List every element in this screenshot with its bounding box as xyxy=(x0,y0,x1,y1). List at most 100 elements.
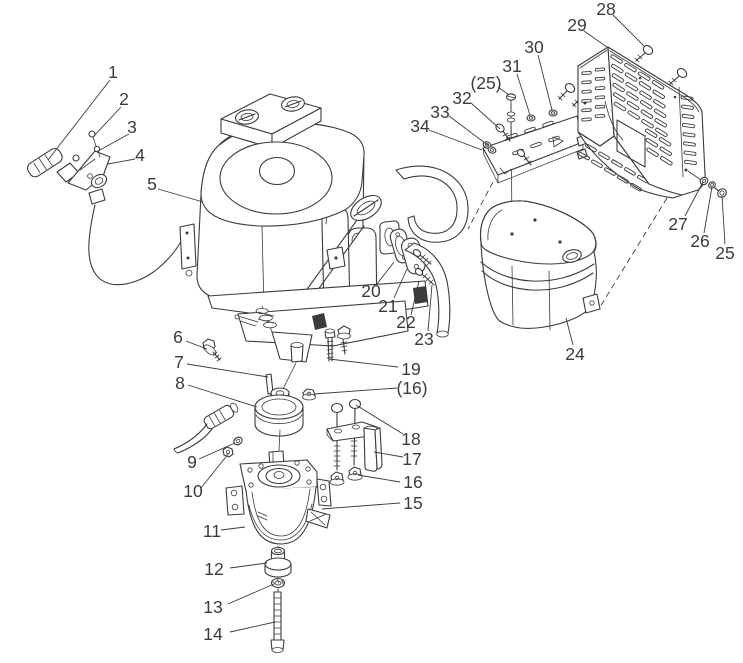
washer-9-icon xyxy=(233,436,243,446)
louver-slot xyxy=(611,159,623,168)
callout-leader-13 xyxy=(227,583,275,605)
right-face-slots xyxy=(680,95,697,165)
callout-leader-20 xyxy=(376,261,395,285)
callout-leader-2 xyxy=(92,106,122,138)
callout-label-5: 5 xyxy=(147,174,157,194)
louver-slot xyxy=(641,119,654,129)
callout-label-3: 3 xyxy=(127,117,137,137)
front-face-slots xyxy=(610,54,673,166)
throttle-cable xyxy=(88,204,183,286)
louver-slot xyxy=(613,101,627,112)
callout-leader-10 xyxy=(200,452,230,489)
bolt-18-icon xyxy=(330,402,344,471)
callout-leader-32 xyxy=(470,102,501,130)
louver-slot xyxy=(581,98,592,103)
base-fasteners xyxy=(202,325,351,401)
air-cleaner-cover xyxy=(220,93,322,149)
callout-leader-30 xyxy=(537,54,553,111)
callout-leader-31 xyxy=(516,73,531,116)
callout-layer: 12345678910111213141516171819(16)2021222… xyxy=(47,0,735,644)
louver-slot xyxy=(594,114,606,118)
washer-30-icon xyxy=(548,109,558,117)
callout-leader-9 xyxy=(198,442,236,460)
louver-slot xyxy=(654,118,667,128)
heat-shield-illustration xyxy=(577,45,727,199)
callout-label-15: 15 xyxy=(403,493,422,513)
engine-handle xyxy=(395,165,469,243)
cable-bracket xyxy=(179,223,197,277)
callout-label-33: 33 xyxy=(430,102,449,122)
callout-label-9: 9 xyxy=(187,452,197,472)
washer-31-icon xyxy=(526,114,536,122)
callout-label-23: 23 xyxy=(414,329,433,349)
callout-leader-17 xyxy=(373,451,404,458)
louver-slot xyxy=(653,99,666,109)
louver-slot xyxy=(658,137,672,147)
louver-slot xyxy=(591,159,603,169)
louver-slot xyxy=(594,67,606,72)
bolt-28-icon xyxy=(634,45,654,63)
callout-label-20: 20 xyxy=(361,281,381,301)
louver-slot xyxy=(626,91,639,101)
callout-label-34: 34 xyxy=(410,116,430,136)
louver-slot xyxy=(640,109,654,119)
louver-slot xyxy=(581,71,592,75)
louver-slot xyxy=(610,54,623,64)
louver-slot xyxy=(612,82,625,93)
flange-nut-16-icon xyxy=(302,388,316,401)
louver-slot xyxy=(611,63,624,74)
lever-screw-icon xyxy=(72,154,80,162)
callout-label-26: 26 xyxy=(690,231,709,251)
louver-slot xyxy=(652,89,665,99)
clutch-plate-15 xyxy=(305,508,331,529)
callout-label-2: 2 xyxy=(119,89,129,109)
louver-slot xyxy=(624,72,638,82)
louver-slot xyxy=(506,132,518,140)
wire-harness-illustration xyxy=(173,402,243,458)
spacer-washer-bolt xyxy=(264,545,292,653)
callout-leader-8 xyxy=(187,384,258,408)
louver-slot xyxy=(683,141,696,147)
bolt-28-icon xyxy=(668,68,688,86)
callout-leader-25 xyxy=(721,195,726,245)
callout-label-24: 24 xyxy=(565,344,585,364)
washer-26-icon xyxy=(708,181,716,189)
left-face-slots xyxy=(581,67,606,122)
callout-label-16: 16 xyxy=(403,472,422,492)
callout-label-29: 29 xyxy=(567,15,586,35)
pulley-illustration xyxy=(254,387,304,452)
callout-leader-14 xyxy=(229,621,276,633)
callout-leader-28 xyxy=(612,14,645,47)
louver-slot xyxy=(638,71,651,81)
bolt-19-icon xyxy=(324,328,336,362)
bolt-icon xyxy=(557,83,576,101)
louver-slot xyxy=(659,146,672,156)
callout-leader-4 xyxy=(107,158,136,165)
louver-slot xyxy=(578,151,590,161)
bolt-14-icon xyxy=(270,591,285,653)
louver-slot xyxy=(585,143,597,153)
callout-label-12: 12 xyxy=(204,559,223,579)
louver-slot xyxy=(524,126,536,134)
louver-slot xyxy=(594,86,606,91)
anti-rotation-bracket xyxy=(326,398,383,486)
louver-slot xyxy=(660,156,673,166)
callout-label-13: 13 xyxy=(203,597,222,617)
throttle-control-illustration xyxy=(27,130,183,286)
louver-slot xyxy=(604,167,616,176)
louver-slot xyxy=(613,92,626,102)
hex-flange-bolt-icon xyxy=(337,325,351,355)
callout-leader-21 xyxy=(393,268,408,299)
stop-bar-17 xyxy=(363,425,383,472)
callout-leader-29 xyxy=(583,30,608,48)
louver-slot xyxy=(655,127,668,137)
louver-slot xyxy=(624,62,637,73)
louver-slot xyxy=(581,108,592,113)
louver-slot xyxy=(627,110,640,120)
louver-slot xyxy=(645,138,659,148)
louver-slot xyxy=(653,108,667,118)
callout-leader-27 xyxy=(684,181,704,217)
bolt-6-icon xyxy=(202,338,222,362)
